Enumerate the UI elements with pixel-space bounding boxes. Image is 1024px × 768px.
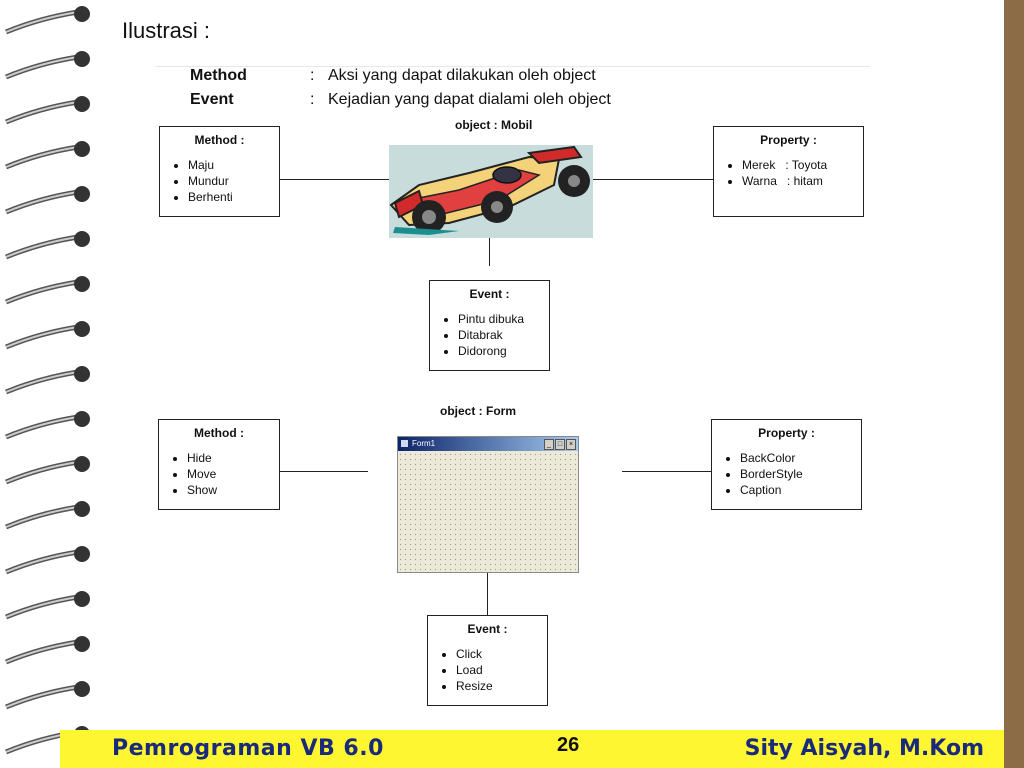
spiral-ring-highlight <box>5 461 79 483</box>
spiral-ring-highlight <box>5 191 79 213</box>
spiral-hole <box>74 636 90 652</box>
mobil-property-box: Property : Merek : Toyota Warna : hitam <box>713 126 864 217</box>
spiral-ring <box>5 189 79 215</box>
spiral-ring <box>5 549 79 575</box>
form-property-box: Property : BackColor BorderStyle Caption <box>711 419 862 510</box>
close-icon: × <box>566 439 576 450</box>
spiral-ring <box>5 684 79 710</box>
spiral-hole <box>74 96 90 112</box>
page-number: 26 <box>557 734 580 756</box>
spiral-hole <box>74 231 90 247</box>
list-item: Warna : hitam <box>742 173 863 189</box>
spiral-binding <box>5 6 90 755</box>
spiral-hole <box>74 546 90 562</box>
spiral-hole <box>74 141 90 157</box>
spiral-hole <box>74 456 90 472</box>
connector-line <box>622 471 711 472</box>
race-car-image <box>389 145 593 238</box>
list-item: Click <box>456 646 547 662</box>
mobil-caption: object : Mobil <box>455 118 533 132</box>
connector-line <box>280 179 389 180</box>
footer-course-title: Pemrograman VB 6.0 <box>112 736 384 761</box>
spiral-ring-highlight <box>5 416 79 438</box>
spiral-ring <box>5 504 79 530</box>
connector-line <box>280 471 368 472</box>
definition-event: Event : Kejadian yang dapat dialami oleh… <box>190 91 611 108</box>
spiral-hole <box>74 501 90 517</box>
definitions: Method : Aksi yang dapat dilakukan oleh … <box>190 64 611 112</box>
spiral-ring-highlight <box>5 281 79 303</box>
mobil-method-box: Method : Maju Mundur Berhenti <box>159 126 280 217</box>
list-item: Maju <box>188 157 279 173</box>
list-item: Pintu dibuka <box>458 311 549 327</box>
spiral-ring-highlight <box>5 551 79 573</box>
form-title-bar: Form1 _ □ × <box>398 437 578 451</box>
spiral-ring-highlight <box>5 236 79 258</box>
footer-author: Sity Aisyah, M.Kom <box>744 736 984 761</box>
form-icon <box>401 440 408 447</box>
connector-line <box>489 238 490 266</box>
list-item: Mundur <box>188 173 279 189</box>
minimize-icon: _ <box>544 439 554 450</box>
spiral-hole <box>74 276 90 292</box>
divider <box>155 66 870 67</box>
list-item: Load <box>456 662 547 678</box>
definition-method: Method : Aksi yang dapat dilakukan oleh … <box>190 67 596 84</box>
spiral-ring <box>5 144 79 170</box>
spiral-ring <box>5 459 79 485</box>
form-method-box: Method : Hide Move Show <box>158 419 280 510</box>
spiral-ring-highlight <box>5 641 79 663</box>
list-item: Merek : Toyota <box>742 157 863 173</box>
connector-line <box>487 573 488 615</box>
spiral-ring-highlight <box>5 326 79 348</box>
list-item: Berhenti <box>188 189 279 205</box>
list-item: Didorong <box>458 343 549 359</box>
spiral-ring <box>5 99 79 125</box>
spiral-ring-highlight <box>5 686 79 708</box>
list-item: Show <box>187 482 279 498</box>
spiral-ring <box>5 369 79 395</box>
spiral-ring <box>5 414 79 440</box>
spiral-hole <box>74 321 90 337</box>
right-border <box>1004 0 1024 768</box>
spiral-hole <box>74 51 90 67</box>
list-item: Caption <box>740 482 861 498</box>
spiral-ring <box>5 594 79 620</box>
spiral-hole <box>74 591 90 607</box>
spiral-ring-highlight <box>5 11 79 33</box>
spiral-ring-highlight <box>5 101 79 123</box>
spiral-ring <box>5 639 79 665</box>
list-item: Ditabrak <box>458 327 549 343</box>
list-item: Move <box>187 466 279 482</box>
maximize-icon: □ <box>555 439 565 450</box>
list-item: Hide <box>187 450 279 466</box>
form-caption: object : Form <box>440 404 517 418</box>
connector-line <box>593 179 713 180</box>
list-item: BorderStyle <box>740 466 861 482</box>
spiral-ring <box>5 279 79 305</box>
spiral-hole <box>74 366 90 382</box>
spiral-hole <box>74 411 90 427</box>
spiral-hole <box>74 6 90 22</box>
spiral-ring-highlight <box>5 596 79 618</box>
form-window: Form1 _ □ × <box>397 436 579 573</box>
spiral-hole <box>74 681 90 697</box>
list-item: BackColor <box>740 450 861 466</box>
slide-heading: Ilustrasi : <box>122 18 211 43</box>
spiral-ring-highlight <box>5 371 79 393</box>
spiral-hole <box>74 186 90 202</box>
spiral-ring-highlight <box>5 56 79 78</box>
list-item: Resize <box>456 678 547 694</box>
spiral-ring <box>5 324 79 350</box>
mobil-event-box: Event : Pintu dibuka Ditabrak Didorong <box>429 280 550 371</box>
form-event-box: Event : Click Load Resize <box>427 615 548 706</box>
spiral-ring <box>5 9 79 35</box>
spiral-ring <box>5 54 79 80</box>
footer-bar: Pemrograman VB 6.0 26 Sity Aisyah, M.Kom <box>60 730 1004 768</box>
spiral-ring <box>5 234 79 260</box>
spiral-ring-highlight <box>5 506 79 528</box>
spiral-ring-highlight <box>5 146 79 168</box>
